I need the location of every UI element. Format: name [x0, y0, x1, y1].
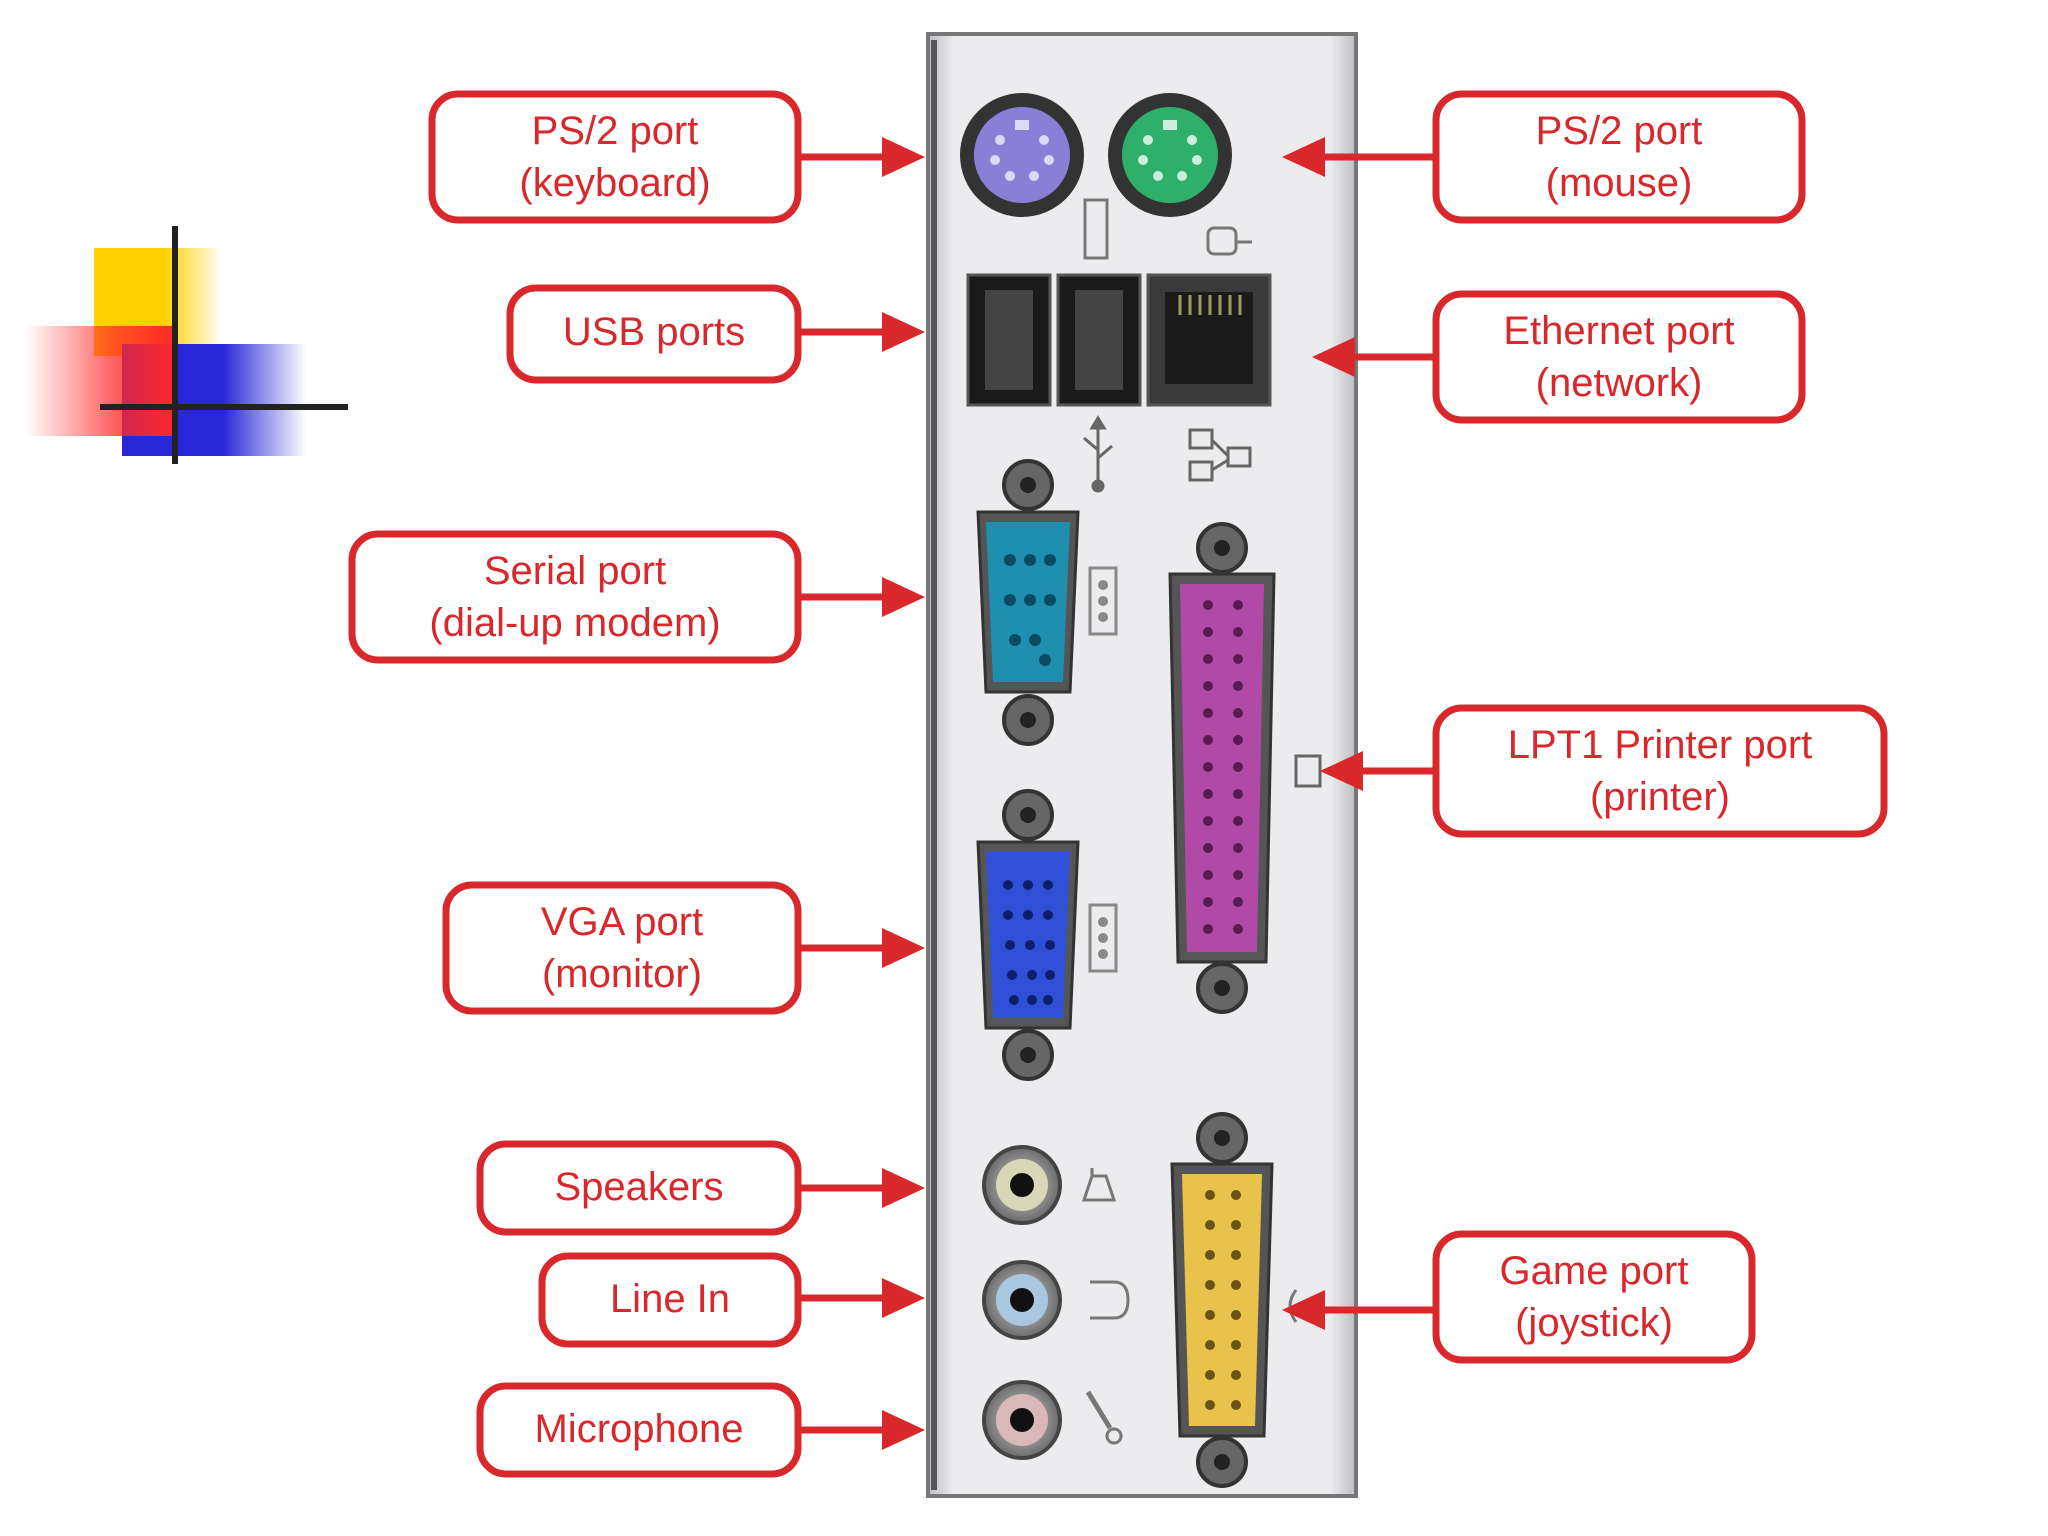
ethernet-port-icon — [1146, 273, 1272, 407]
callout-game-line1: Game port — [1500, 1249, 1689, 1293]
microphone-symbol-icon — [1085, 1390, 1123, 1445]
arrow-right-icon — [882, 577, 925, 617]
arrow-right-icon — [882, 137, 925, 177]
slide-logo-icon — [20, 220, 350, 470]
logo-crosshair-vertical — [172, 226, 178, 464]
callout-lpt1-line1: LPT1 Printer port — [1508, 723, 1813, 767]
microphone-jack-icon — [982, 1380, 1062, 1460]
callout-game: Game port (joystick) — [1282, 1230, 1756, 1364]
ps2-mouse-port-icon — [1108, 93, 1232, 217]
logo-red-square — [26, 326, 176, 436]
callout-lpt1-line2: (printer) — [1590, 775, 1730, 819]
callout-serial: Serial port (dial-up modem) — [348, 530, 925, 664]
serial-symbol-icon — [1088, 566, 1118, 636]
usb-port-icon — [966, 273, 1142, 407]
callout-serial-line1: Serial port — [484, 549, 666, 593]
callout-microphone: Microphone — [476, 1382, 925, 1478]
callout-line-in: Line In — [538, 1252, 925, 1348]
callout-ps2-keyboard-line1: PS/2 port — [532, 109, 699, 153]
arrow-right-icon — [882, 928, 925, 968]
ps2-keyboard-port-icon — [960, 93, 1084, 217]
callout-ethernet-line2: (network) — [1536, 361, 1703, 405]
callout-ps2-keyboard-line2: (keyboard) — [519, 161, 710, 205]
callout-usb: USB ports — [506, 284, 925, 384]
parallel-port-icon — [1168, 522, 1276, 1014]
callout-ps2-mouse: PS/2 port (mouse) — [1282, 90, 1806, 224]
callout-ps2-mouse-line2: (mouse) — [1546, 161, 1693, 205]
line-in-symbol-icon — [1090, 1280, 1130, 1320]
serial-port-icon — [976, 459, 1080, 746]
keyboard-symbol-icon — [1083, 198, 1109, 260]
game-port-icon — [1170, 1112, 1274, 1488]
callout-line-in-line1: Line In — [610, 1277, 730, 1321]
logo-crosshair-horizontal — [100, 404, 348, 410]
callout-usb-line1: USB ports — [563, 310, 745, 354]
usb-symbol-icon — [1083, 415, 1113, 493]
arrow-left-icon — [1282, 137, 1325, 177]
callout-lpt1: LPT1 Printer port (printer) — [1320, 704, 1888, 838]
line-in-jack-icon — [982, 1260, 1062, 1340]
arrow-right-icon — [882, 312, 925, 352]
callout-speakers: Speakers — [476, 1140, 925, 1236]
callout-serial-line2: (dial-up modem) — [429, 601, 720, 645]
callout-microphone-line1: Microphone — [534, 1407, 743, 1451]
vga-port-icon — [976, 789, 1080, 1081]
arrow-right-icon — [882, 1168, 925, 1208]
arrow-left-icon — [1282, 1290, 1325, 1330]
speaker-symbol-icon — [1081, 1168, 1117, 1202]
callout-ethernet-line1: Ethernet port — [1503, 309, 1734, 353]
speakers-jack-icon — [982, 1145, 1062, 1225]
network-symbol-icon — [1188, 428, 1252, 482]
callout-game-line2: (joystick) — [1515, 1301, 1673, 1345]
callout-speakers-line1: Speakers — [555, 1165, 724, 1209]
callout-vga-line1: VGA port — [541, 900, 703, 944]
callout-ps2-mouse-line1: PS/2 port — [1536, 109, 1703, 153]
arrow-right-icon — [882, 1278, 925, 1318]
callout-vga: VGA port (monitor) — [442, 881, 925, 1015]
mouse-symbol-icon — [1206, 226, 1252, 256]
callout-ps2-keyboard: PS/2 port (keyboard) — [428, 90, 925, 224]
arrow-left-icon — [1312, 337, 1355, 377]
callout-vga-line2: (monitor) — [542, 952, 702, 996]
arrow-left-icon — [1320, 751, 1363, 791]
callout-ethernet: Ethernet port (network) — [1312, 290, 1806, 424]
joystick-symbol-icon — [1288, 1289, 1298, 1323]
arrow-right-icon — [882, 1410, 925, 1450]
vga-symbol-icon — [1088, 903, 1118, 973]
